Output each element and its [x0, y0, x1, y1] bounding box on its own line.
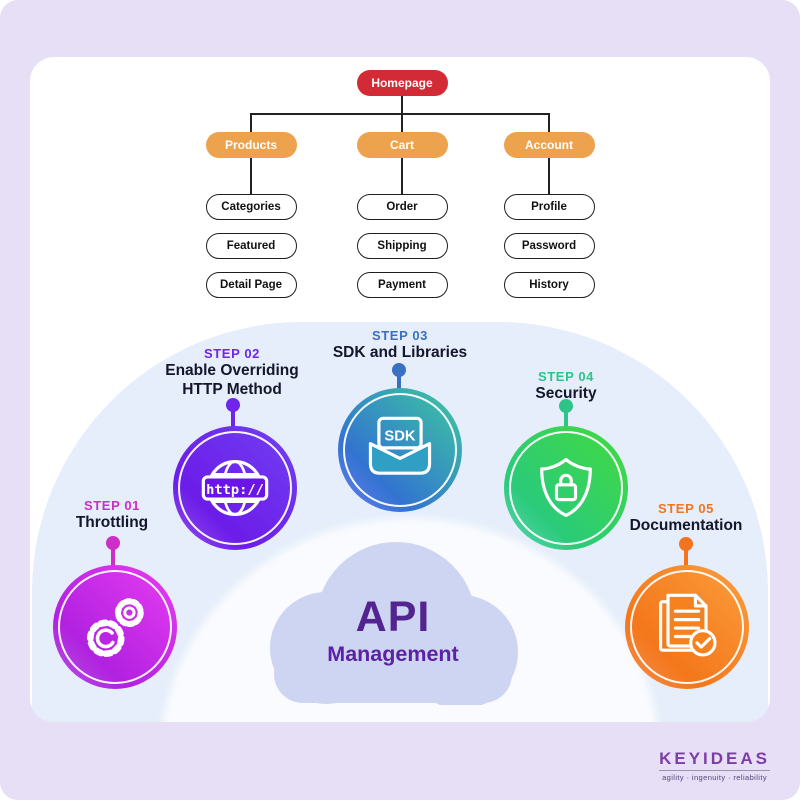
tree-line [401, 113, 403, 132]
gears-icon [86, 598, 144, 658]
step-05-label: STEP 05 Documentation [576, 501, 770, 535]
brand-wordmark: KEYIDEAS [659, 749, 770, 768]
step-03-label: STEP 03 SDK and Libraries [290, 328, 510, 362]
step-title: SDK and Libraries [332, 344, 468, 361]
sitemap-leaf-featured: Featured [205, 233, 297, 259]
leaf-label: Categories [221, 201, 281, 213]
antenna-stem [231, 405, 235, 428]
step-04-group: STEP 04 Security [30, 57, 770, 722]
step-01-group: STEP 01 Throttling [30, 57, 770, 722]
cloud-shape [270, 542, 518, 705]
step-01-label: STEP 01 Throttling [30, 498, 222, 532]
step-title: HTTP Method [182, 381, 282, 398]
http-globe-icon: http:// [201, 460, 269, 516]
step-number: STEP 04 [538, 369, 594, 384]
antenna-stem [684, 544, 688, 567]
infographic-card: Homepage Products Cart Account Categorie… [30, 57, 770, 722]
step-number: STEP 02 [204, 346, 260, 361]
sdk-icon-text: SDK [384, 429, 416, 445]
sitemap-leaf-profile: Profile [503, 194, 595, 220]
step-title: Security [535, 385, 597, 402]
leaf-label: Password [521, 240, 577, 252]
sitemap-root-label: Homepage [371, 76, 433, 90]
sdk-box-icon: SDK [368, 416, 432, 475]
document-check-icon [659, 593, 717, 657]
step-02-group: STEP 02 Enable Overriding HTTP Method ht… [30, 57, 770, 722]
step-number: STEP 01 [84, 498, 140, 513]
step-number: STEP 03 [372, 328, 428, 343]
branch-label: Cart [389, 138, 414, 152]
step-02-label: STEP 02 Enable Overriding HTTP Method [122, 346, 342, 399]
step-05-circle [625, 565, 749, 689]
leaf-label: Detail Page [220, 279, 282, 291]
antenna-stem [397, 370, 401, 390]
brand-divider [659, 770, 770, 771]
step-05-group: STEP 05 Documentation [30, 57, 770, 722]
leaf-label: Payment [378, 279, 426, 291]
sitemap-branch-cart: Cart [356, 132, 448, 158]
antenna-stem [111, 543, 115, 567]
step-title: Throttling [75, 514, 149, 531]
step-04-label: STEP 04 Security [456, 369, 676, 403]
step-03-circle: SDK [338, 388, 462, 512]
sitemap-leaf-password: Password [503, 233, 595, 259]
antenna-dot [559, 399, 573, 413]
tree-line [250, 113, 550, 115]
sitemap-root-pill: Homepage [356, 70, 448, 96]
antenna-dot [226, 398, 240, 412]
tree-line [250, 113, 252, 132]
leaf-label: History [529, 279, 569, 291]
tree-line [250, 158, 252, 194]
sitemap-leaf-order: Order [356, 194, 448, 220]
sitemap-leaf-history: History [503, 272, 595, 298]
branch-label: Products [224, 138, 277, 152]
branch-label: Account [525, 138, 573, 152]
step-04-circle [504, 426, 628, 550]
sitemap-leaf-payment: Payment [356, 272, 448, 298]
sitemap-branch-account: Account [503, 132, 595, 158]
tree-line [401, 95, 403, 114]
sitemap-leaf-detail-page: Detail Page [205, 272, 297, 298]
antenna-dot [679, 537, 693, 551]
leaf-label: Order [386, 201, 418, 213]
step-title: Documentation [629, 517, 743, 534]
http-icon-text: http:// [206, 482, 264, 498]
step-number: STEP 05 [658, 501, 714, 516]
step-03-group: STEP 03 SDK and Libraries SDK [30, 57, 770, 722]
brand-tagline: agility · ingenuity · reliability [662, 773, 767, 782]
sitemap-leaf-categories: Categories [205, 194, 297, 220]
leaf-label: Profile [531, 201, 567, 213]
sitemap-branch-products: Products [205, 132, 297, 158]
antenna-stem [564, 406, 568, 428]
tree-line [548, 113, 550, 132]
antenna-dot [392, 363, 406, 377]
step-01-circle [53, 565, 177, 689]
brand-block: KEYIDEAS agility · ingenuity · reliabili… [659, 749, 770, 782]
step-title: Enable Overriding [165, 362, 299, 379]
tree-line [401, 158, 403, 194]
leaf-label: Shipping [377, 240, 427, 252]
shield-lock-icon [540, 457, 592, 518]
step-02-circle: http:// [173, 426, 297, 550]
leaf-label: Featured [226, 240, 276, 252]
tree-line [548, 158, 550, 194]
sitemap-leaf-shipping: Shipping [356, 233, 448, 259]
antenna-dot [106, 536, 120, 550]
